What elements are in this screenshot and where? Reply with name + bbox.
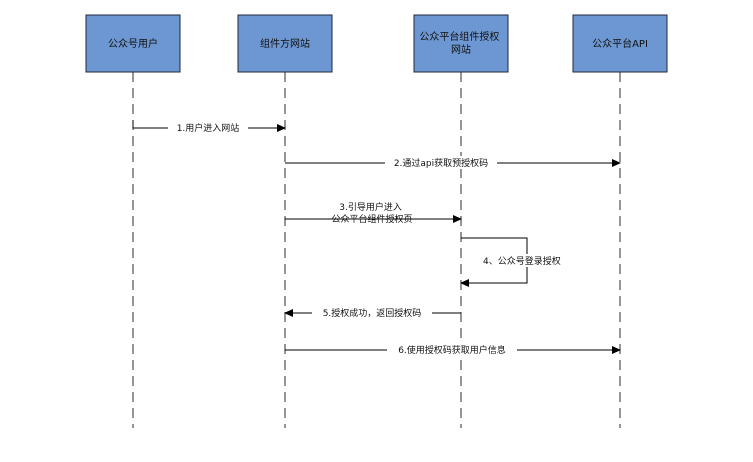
actor-label-api: 公众平台API (592, 37, 648, 50)
message-1-label-bg (168, 121, 248, 134)
actor-label-auth: 公众平台组件授权 网站 (419, 30, 502, 56)
message-4-label: 4、公众号登录授权 (483, 255, 561, 267)
actor-label-user: 公众号用户 (108, 37, 158, 50)
message-1-label: 1.用户进入网站 (177, 122, 240, 134)
message-2-label-bg (385, 156, 497, 169)
actor-box-auth (413, 14, 509, 73)
message-6-label: 6.使用授权码获取用户信息 (398, 344, 506, 356)
actor-box-site (237, 14, 333, 73)
actor-label-site: 组件方网站 (260, 37, 310, 50)
message-5-label-bg (312, 306, 432, 319)
actor-box-user (85, 14, 181, 73)
message-4-label-bg (481, 254, 573, 267)
message-2-label: 2.通过api获取预授权码 (394, 157, 488, 169)
actor-box-api (572, 14, 668, 73)
message-5-label: 5.授权成功，返回授权码 (323, 307, 422, 319)
message-6-label-bg (387, 343, 517, 356)
message-3-label: 3.引导用户进入 公众平台组件授权页 (331, 201, 412, 225)
